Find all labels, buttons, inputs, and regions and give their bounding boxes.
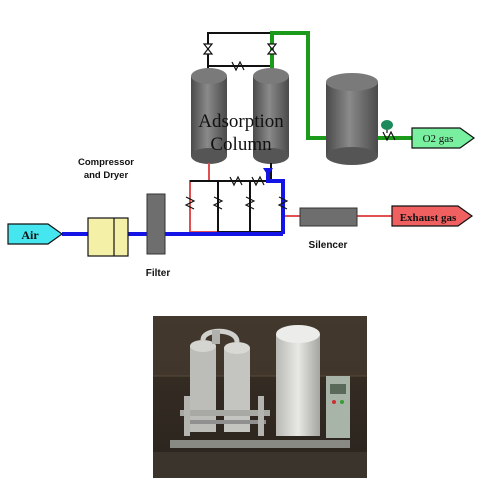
top-manifold-pipes: [207, 32, 272, 70]
compressor-label-1: Compressor: [78, 157, 134, 168]
adsorption-column-label-1: Adsorption: [198, 111, 284, 132]
valve-icon: [244, 196, 256, 210]
check-valve-icon: [229, 175, 243, 187]
check-valve-icon: [231, 60, 245, 72]
equipment-photo: [153, 316, 367, 478]
valve-icon: [212, 196, 224, 210]
o2-gas-label: O2 gas: [423, 133, 454, 145]
filter: [146, 193, 166, 255]
air-arrow: Air: [7, 223, 64, 245]
adsorption-column-right: [253, 68, 289, 164]
silencer: [299, 207, 358, 227]
valve-icon: [184, 196, 196, 210]
valve-icon: [202, 43, 214, 55]
silencer-label: Silencer: [309, 240, 348, 251]
exhaust-gas-arrow: Exhaust gas: [391, 205, 474, 227]
adsorption-column-label-2: Column: [210, 134, 272, 155]
o2-gas-arrow: O2 gas: [411, 127, 476, 149]
chevron-down-icon: [263, 168, 273, 176]
valve-icon: [266, 43, 278, 55]
check-valve-icon: [251, 175, 265, 187]
valve-icon: [277, 196, 289, 210]
compressor-dryer: [87, 217, 129, 257]
exhaust-gas-label: Exhaust gas: [400, 212, 457, 224]
exhaust-manifold: [189, 163, 392, 233]
compressor-label-2: and Dryer: [84, 170, 129, 181]
o2-outlet-valve-icon: [381, 120, 396, 142]
adsorption-column-left: [191, 68, 227, 164]
air-label: Air: [21, 228, 39, 242]
filter-label: Filter: [146, 268, 171, 279]
oxygen-tank: [326, 73, 378, 165]
